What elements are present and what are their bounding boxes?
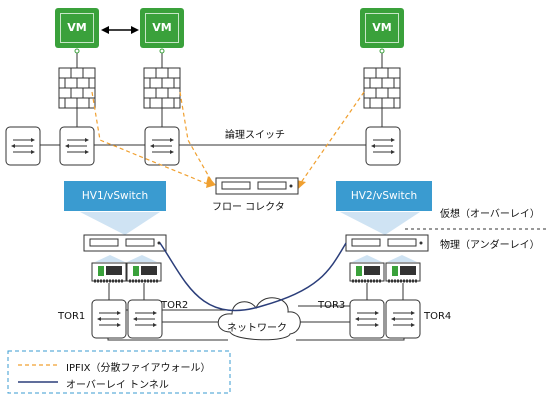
virtual-layer-label: 仮想（オーバーレイ） xyxy=(440,209,540,220)
firewall-icon xyxy=(143,67,181,109)
nic-icon xyxy=(125,261,163,283)
tor-switch-icon xyxy=(349,299,385,339)
firewall-icon xyxy=(363,67,401,109)
tor-switch-icon xyxy=(127,299,163,339)
tor-label: TOR4 xyxy=(424,311,452,322)
tor-label: TOR3 xyxy=(318,300,346,311)
tor-switch-icon xyxy=(91,299,127,339)
switch-icon xyxy=(59,126,95,166)
collector-server-icon xyxy=(215,177,299,195)
switch-icon xyxy=(365,126,401,166)
nic-icon xyxy=(348,261,386,283)
network-label: ネットワーク xyxy=(227,323,287,334)
tor-label: TOR2 xyxy=(161,300,189,311)
network-cloud-icon xyxy=(217,297,301,341)
host-server-icon xyxy=(83,234,167,252)
overlay-tunnel xyxy=(159,242,347,312)
physical-layer-label: 物理（アンダーレイ） xyxy=(440,240,540,251)
switch-icon xyxy=(144,126,180,166)
host-server-icon xyxy=(345,234,429,252)
ipfix-flows xyxy=(91,91,365,186)
nic-icon xyxy=(384,261,422,283)
legend-ipfix-label: IPFIX（分散ファイアウォール） xyxy=(66,363,211,374)
vm-node: VM xyxy=(140,8,184,48)
nic-icon xyxy=(90,261,128,283)
firewall-icon xyxy=(58,67,96,109)
vm-node: VM xyxy=(360,8,404,48)
legend-overlay-label: オーバーレイ トンネル xyxy=(66,380,169,391)
switch-icon xyxy=(5,126,41,166)
tor-label: TOR1 xyxy=(58,311,86,322)
tor-switch-icon xyxy=(385,299,421,339)
hypervisor-box: HV2/vSwitch xyxy=(336,181,432,211)
logical-switch-label: 論理スイッチ xyxy=(225,130,285,141)
vm-node: VM xyxy=(55,8,99,48)
collector-label: フロー コレクタ xyxy=(212,202,285,213)
hypervisor-box: HV1/vSwitch xyxy=(64,181,166,211)
